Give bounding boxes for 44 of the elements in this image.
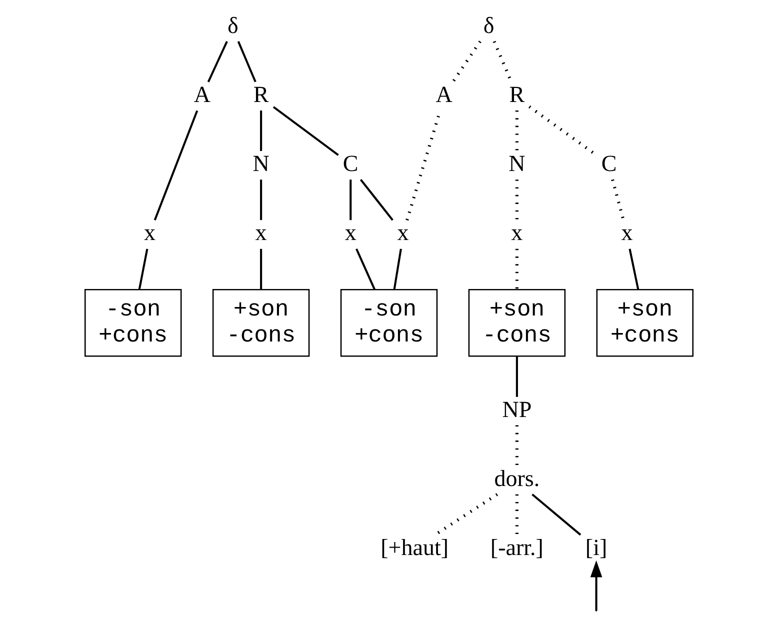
- node-box: -son +cons: [84, 288, 182, 357]
- node-text: x: [620, 219, 632, 246]
- node-box: -son +cons: [340, 288, 438, 357]
- connector: [260, 180, 262, 220]
- connector: [610, 179, 624, 220]
- node-box: +son -cons: [468, 288, 566, 357]
- connector: [451, 40, 481, 83]
- node-text: A: [193, 81, 210, 108]
- node-text: x: [344, 219, 356, 246]
- connector: [355, 248, 376, 290]
- node-text: C: [600, 150, 616, 176]
- node-text: [-arr.]: [490, 534, 543, 560]
- connector: [260, 110, 262, 151]
- node-box: +son +cons: [596, 288, 694, 357]
- connector: [153, 110, 198, 221]
- node-text: [+haut]: [380, 534, 448, 560]
- node-text: δ: [226, 12, 238, 38]
- node-text: N: [252, 150, 269, 176]
- connector: [359, 178, 393, 221]
- node-text: C: [342, 150, 358, 176]
- node-text: dors.: [494, 464, 540, 491]
- connector: [349, 180, 352, 220]
- connector: [236, 41, 256, 82]
- node-text: [i]: [584, 534, 607, 560]
- connector: [138, 248, 148, 290]
- connector: [531, 494, 581, 536]
- node-box: +son -cons: [212, 288, 310, 357]
- connector: [515, 356, 518, 397]
- connector: [272, 106, 338, 156]
- node-text: A: [435, 81, 452, 108]
- node-text: x: [143, 219, 155, 246]
- node-text: NP: [502, 396, 532, 422]
- node-text: R: [508, 81, 524, 108]
- node-text: δ: [482, 12, 494, 38]
- connector: [628, 248, 639, 290]
- connector: [260, 248, 262, 290]
- node-text: x: [396, 219, 408, 246]
- node-text: x: [510, 219, 522, 246]
- node-text: R: [252, 81, 268, 108]
- node-text: x: [254, 219, 266, 246]
- connector: [392, 248, 402, 290]
- connector: [206, 41, 228, 82]
- node-text: N: [508, 150, 525, 176]
- arrow: [590, 560, 602, 610]
